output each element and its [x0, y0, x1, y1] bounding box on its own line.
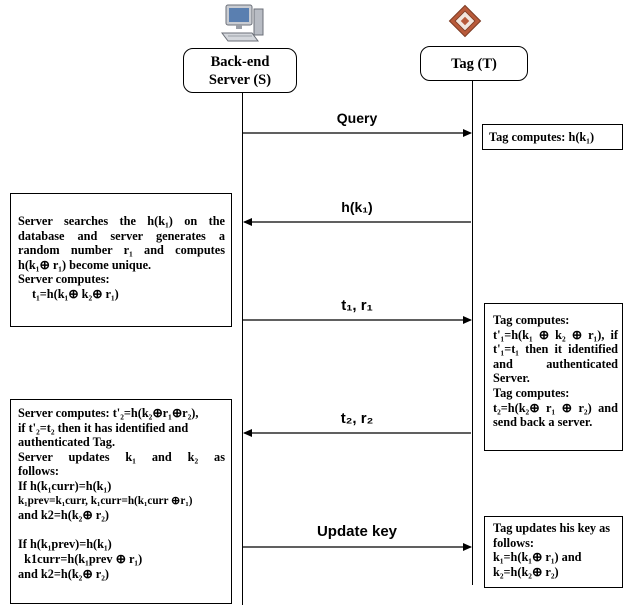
- tag-lifeline: [472, 81, 473, 585]
- note-line: [18, 523, 225, 538]
- note-line: k₁prev=k₁curr, k₁curr=h(k₁curr ⊕r₁): [18, 494, 193, 507]
- note-line: t'₁=h(k₁ ⊕ k₂ ⊕ r₁), if: [493, 327, 618, 342]
- note-tag-verify: Tag computes: t'₁=h(k₁ ⊕ k₂ ⊕ r₁), if t'…: [484, 303, 623, 451]
- note-line: and k2=h(k₂⊕ r₂): [18, 566, 109, 581]
- note-line: Server searches the h(k₁) on the: [18, 214, 225, 228]
- message-t1r1-label: t₁, r₁: [341, 297, 373, 314]
- note-line: h(k₁⊕ r₁) become unique.: [18, 257, 152, 272]
- note-line: random number r₁ and computes: [18, 243, 225, 258]
- note-line: follows:: [18, 464, 59, 479]
- server-label-line2: Server (S): [208, 71, 272, 88]
- note-server-search: Server searches the h(k₁) on the databas…: [10, 193, 232, 327]
- server-actor-box: Back-end Server (S): [183, 48, 297, 93]
- message-update-key-label: Update key: [316, 523, 398, 540]
- message-t2r2-label: t₂, r₂: [340, 410, 374, 427]
- note-line: If h(k₁prev)=h(k₁): [18, 537, 112, 552]
- note-line: Server.: [493, 371, 530, 386]
- note-line: Server computes: t'₂=h(k₂⊕r₁⊕r₂),: [18, 406, 199, 420]
- server-label-line1: Back-end: [210, 53, 270, 70]
- note-line: t₁=h(k₁⊕ k₂⊕ r₁): [32, 286, 119, 301]
- note-line: send back a server.: [493, 415, 593, 430]
- note-line: database and server generates a: [18, 228, 225, 243]
- note-line: Tag computes:: [493, 385, 570, 400]
- tag-label: Tag (T): [451, 55, 497, 72]
- note-tag-query-text: Tag computes: h(k₁): [489, 130, 595, 144]
- server-lifeline: [242, 93, 243, 605]
- computer-icon: [221, 4, 264, 42]
- tag-actor-box: Tag (T): [420, 46, 528, 81]
- note-line: Server computes:: [18, 272, 110, 287]
- note-line: Tag computes:: [493, 313, 570, 327]
- note-line: t'₁=t₁ then it identified: [493, 342, 618, 357]
- note-tag-update: Tag updates his key as follows: k₁=h(k₁⊕…: [484, 516, 623, 588]
- rfid-tag-icon: [448, 4, 482, 38]
- note-line: authenticated Tag.: [18, 435, 116, 450]
- note-line: if t'₂=t₂ then it has identified and: [18, 420, 189, 435]
- message-query-label: Query: [336, 110, 378, 126]
- note-line: If h(k₁curr)=h(k₁): [18, 478, 112, 493]
- note-line: Server updates k₁ and k₂ as: [18, 449, 225, 464]
- note-server-update: Server computes: t'₂=h(k₂⊕r₁⊕r₂), if t'₂…: [10, 399, 232, 604]
- note-tag-query: Tag computes: h(k₁): [482, 124, 623, 150]
- note-line: k₁=h(k₁⊕ r₁) and: [493, 550, 582, 565]
- message-hk1-label: h(k₁): [341, 199, 373, 215]
- note-line: and authenticated: [493, 356, 618, 371]
- note-line: t₂=h(k₂⊕ r₁ ⊕ r₂) and: [493, 400, 618, 415]
- note-line: follows:: [493, 535, 534, 550]
- note-line: Tag updates his key as: [493, 521, 611, 535]
- note-line: k1curr=h(k₁prev ⊕ r₁): [18, 551, 143, 566]
- note-line: and k2=h(k₂⊕ r₂): [18, 508, 109, 523]
- note-line: k₂=h(k₂⊕ r₂): [493, 564, 559, 579]
